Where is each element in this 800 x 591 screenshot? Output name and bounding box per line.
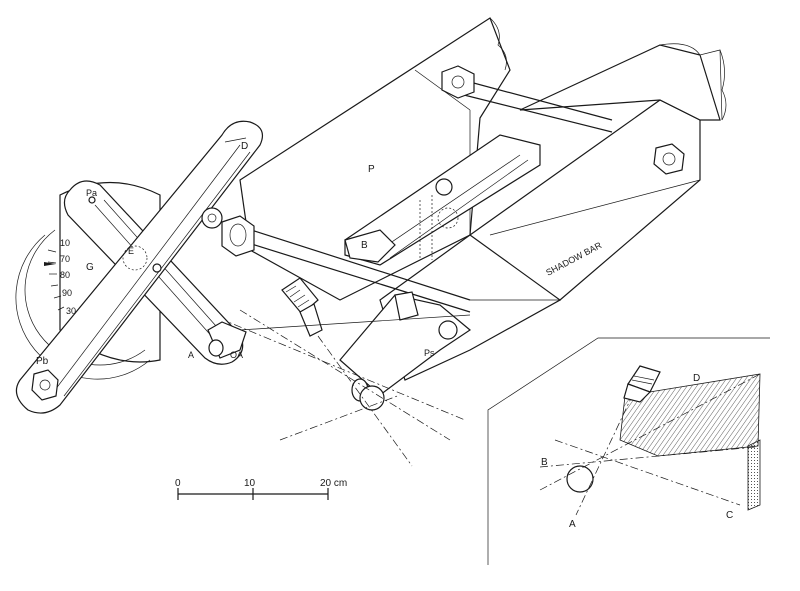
label-e: E [128, 246, 134, 256]
dial-tick-10: 10 [60, 238, 70, 248]
label-a: A [188, 350, 194, 360]
inset-label-a: A [569, 519, 576, 530]
inset-diagram: D B A C [487, 337, 770, 565]
label-d: D [241, 141, 248, 152]
label-pa: Pa [86, 188, 97, 198]
scale-bar: 0 10 20 cm [175, 478, 347, 500]
dial-tick-70: 70 [60, 254, 70, 264]
scale-tick-0: 0 [175, 478, 181, 489]
bolt-pb [31, 369, 59, 401]
lamp [281, 277, 323, 337]
cylinder [351, 378, 385, 411]
inset-label-b: B [541, 457, 548, 468]
arm-d [15, 120, 263, 414]
inset-label-c: C [726, 510, 733, 521]
label-p: P [368, 164, 375, 175]
label-b: B [361, 240, 368, 251]
dial-tick-90: 90 [62, 288, 72, 298]
dial-tick-30: 30 [66, 306, 76, 316]
slotted-carrier [344, 134, 541, 266]
label-g: G [86, 262, 94, 273]
top-rod [441, 65, 613, 133]
scale-tick-10: 10 [244, 478, 256, 489]
inset-label-d: D [693, 373, 700, 384]
main-rod [221, 215, 471, 313]
label-oa: OA [230, 350, 243, 360]
label-pb: Pb [36, 356, 49, 367]
dial-tick-80: 80 [60, 270, 70, 280]
scale-tick-20cm: 20 cm [320, 478, 347, 489]
label-ps: Ps [424, 348, 435, 358]
dial-ticks [47, 249, 65, 311]
pivot-e [122, 207, 223, 273]
shadow-bar-nut [653, 143, 685, 175]
